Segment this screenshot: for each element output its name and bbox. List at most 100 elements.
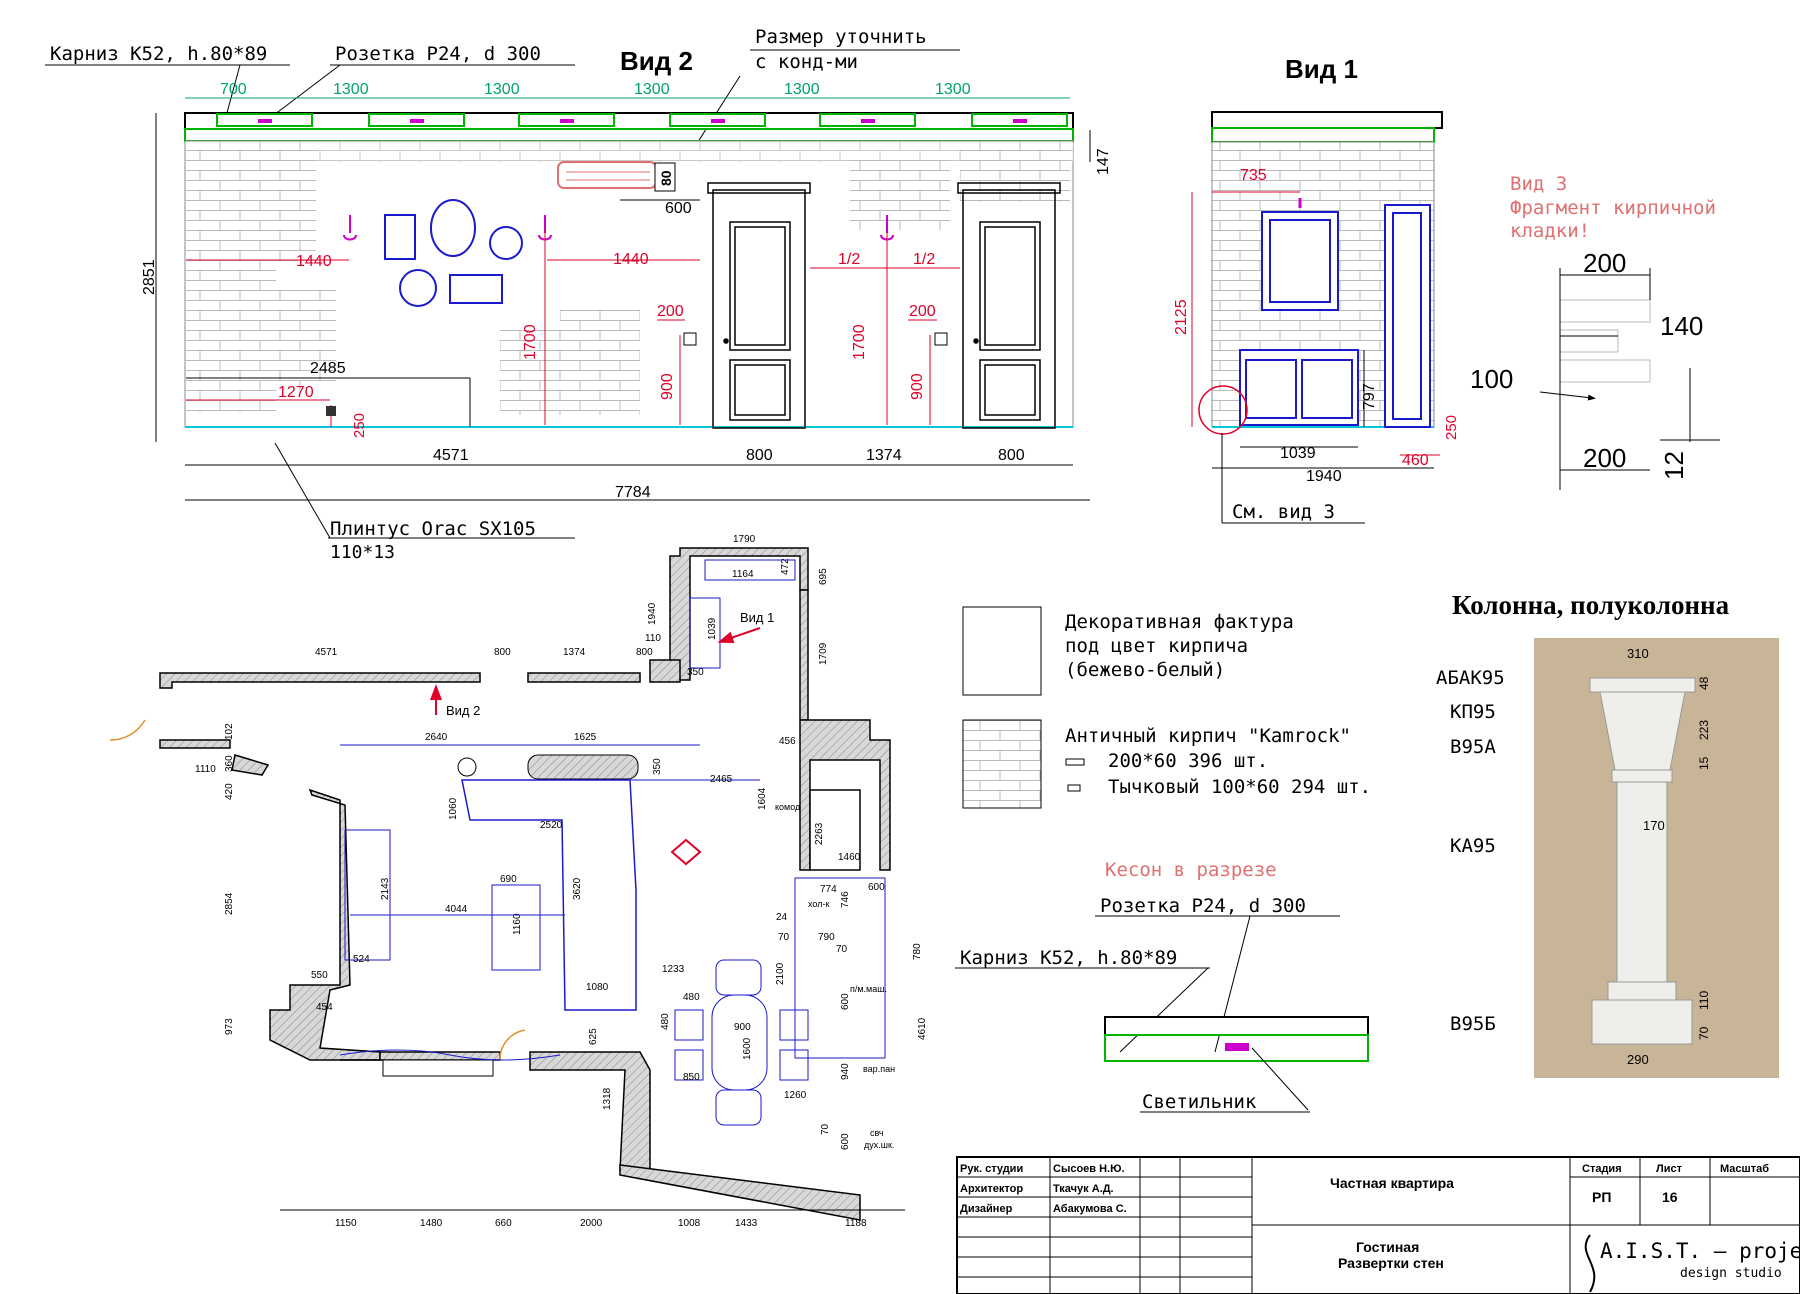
plan-350b: 350 [652,758,663,775]
plan-746: 746 [840,891,851,908]
legend-swatch-brick [962,719,1042,809]
plan-2520: 2520 [540,820,563,831]
plan-480a: 480 [683,992,700,1003]
tb-studio: A.I.S.T. — project [1600,1239,1800,1263]
v3-dim-140: 140 [1660,311,1703,341]
plan-2143: 2143 [380,877,391,900]
dim-460: 460 [1402,452,1429,469]
ac-offset-dim: 600 [665,200,692,217]
dim-200-b: 200 [909,303,936,320]
plan-790: 790 [818,932,835,943]
title-block-text: Рук. студии Сысоев Н.Ю. Архитектор Ткачу… [960,1163,1769,1271]
col-dim-110: 110 [1697,991,1711,1010]
door-2 [957,182,1061,429]
plan-top-2: 472 [780,558,791,575]
plan-456: 456 [779,736,796,747]
plan-bottom-2: 660 [495,1218,512,1229]
callout-rosette-text: Розетка P24, d 300 [335,43,541,65]
size-note-line-2: с конд-ми [755,51,858,73]
tb-stage-h: Стадия [1582,1163,1622,1175]
plan-2640: 2640 [425,732,448,743]
plan-ottoman [527,754,639,780]
col-dim-70: 70 [1697,1026,1711,1040]
plan-pmmash: п/м.маш. [850,984,887,994]
plan-360: 360 [224,755,235,772]
plan-1110: 1110 [195,764,216,775]
plan-454: 454 [316,1002,333,1013]
callout-cornice: Карниз K52, h.80*89 [45,43,290,121]
plan-svch: свч [870,1128,884,1138]
view-1-elevation: Вид 1 735 2125 250 460 79 [1173,54,1460,524]
plan-bottom-1: 1480 [420,1218,443,1229]
dim-left-1440: 1440 [296,253,332,270]
tb-name-0: Сысоев Н.Ю. [1053,1163,1125,1175]
plan-600a: 600 [868,882,885,893]
dim-900-a: 900 [659,373,676,400]
plan-top-1: 1164 [732,569,754,580]
dim-top-3: 1300 [634,81,670,98]
plan-1460: 1460 [838,852,861,863]
see-view3: См. вид 3 [1232,501,1335,523]
tb-sheet-title-1: Гостиная [1356,1239,1419,1255]
tb-role-0: Рук. студии [960,1163,1023,1175]
plan-2263: 2263 [814,822,825,845]
highlight-circle [1198,385,1248,435]
plan-walls-bottom [340,1051,861,1221]
plan-dining-table [711,994,768,1091]
view2-red-dims: 1440 1440 1/2 1/2 1700 1700 200 200 900 … [186,230,960,438]
legend-brick-title: Античный кирпич "Kamrock" [1065,725,1351,747]
col-label-2: В95А [1450,736,1496,758]
plinth-size-text: 110*13 [330,542,395,563]
plan-70c: 70 [820,1123,831,1135]
tb-role-1: Архитектор [960,1183,1023,1195]
dim-1700-a: 1700 [522,324,539,360]
dim-mid-1440: 1440 [613,251,649,268]
v3-dim-100: 100 [1470,364,1513,394]
column-detail: Колонна, полуколонна 310 48 223 15 170 1… [1436,590,1779,1078]
col-dim-310: 310 [1627,646,1649,661]
caissons [216,113,1068,127]
dim-top-1: 1300 [333,81,369,98]
size-note-line-1: Размер уточнить [755,26,927,48]
view-2-elevation: Вид 2 Карниз K52, h.80*89 Розетка P24, d… [45,26,1112,563]
wall-frames [384,199,523,307]
dim-250: 250 [351,413,368,438]
dim-top-5: 1300 [935,81,971,98]
ac-dim-box [654,162,676,192]
socket-mid-b [934,332,948,346]
dim-1039: 1039 [1280,445,1316,462]
legend-brick-a: 200*60 396 шт. [1108,750,1268,772]
plan-1080: 1080 [586,982,609,993]
tb-project: Частная квартира [1330,1175,1454,1191]
col-dim-48: 48 [1697,676,1711,690]
dim-top-0: 700 [220,81,247,98]
tb-sheet-title-2: Развертки стен [1338,1255,1444,1271]
plan-1260: 1260 [784,1090,807,1101]
column-view1 [1384,204,1431,428]
plan-940: 940 [840,1063,851,1080]
plan-102: 102 [224,723,235,740]
plan-1940: 1940 [647,602,658,625]
plan-350a: 350 [687,667,704,678]
caisson-title: Кесон в разрезе [1105,859,1277,881]
callout-plinth: Плинтус Orac SX105 110*13 [274,442,575,563]
floor-plan: 1790 1164 472 695 1039 350 1940 110 Вид … [109,534,928,1229]
plinth-text: Плинтус Orac SX105 [330,518,536,540]
plan-2854: 2854 [224,892,235,915]
plan-110: 110 [645,633,661,644]
tb-scale-h: Масштаб [1720,1163,1769,1175]
col-dim-170: 170 [1643,818,1665,833]
callout-cornice-text: Карниз K52, h.80*89 [50,43,267,65]
plan-480b: 480 [660,1013,671,1030]
dim-half-a: 1/2 [838,251,860,268]
v3-dim-200-bot: 200 [1583,443,1626,473]
plan-625: 625 [588,1028,599,1045]
plan-2465: 2465 [710,774,733,785]
plan-bottom-6: 1188 [845,1218,867,1229]
plan-row-0: 4571 [315,647,338,658]
dim-total: 7784 [615,484,651,501]
dim-view1-250: 250 [1443,415,1460,440]
plan-row-2: 1374 [563,647,586,658]
dim-top-2: 1300 [484,81,520,98]
